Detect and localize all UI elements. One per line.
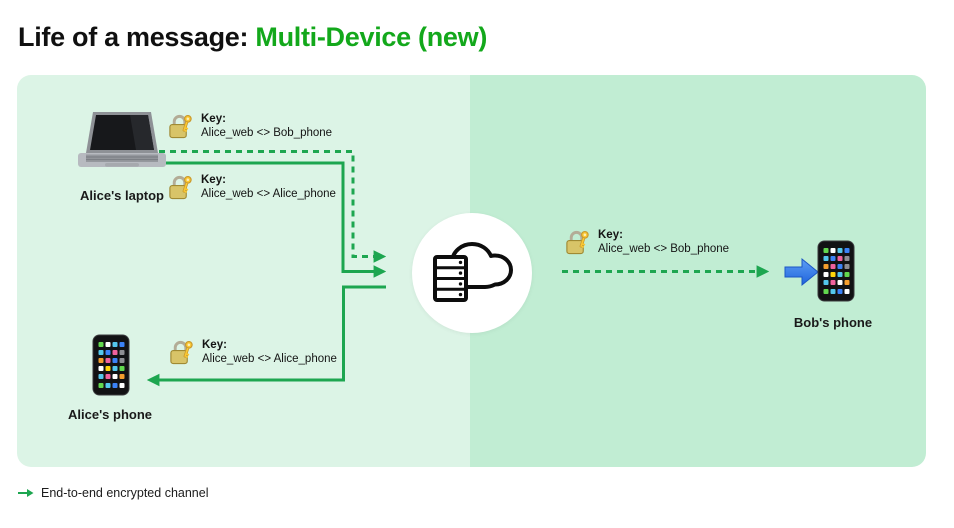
page-title-highlight: Multi-Device (new) [255, 22, 488, 52]
key-value: Alice_web <> Alice_phone [201, 188, 336, 200]
bob-phone-label: Bob's phone [793, 315, 873, 330]
lock-key-icon [170, 340, 193, 365]
key-label: Key: [201, 113, 226, 125]
lock-key-icon [169, 175, 192, 200]
smartphone-icon-bob [817, 240, 855, 302]
key-phone-alice: Key: Alice_web <> Alice_phone [168, 338, 337, 366]
key-server-bob: Key: Alice_web <> Bob_phone [564, 228, 729, 256]
key-label: Key: [202, 339, 227, 351]
key-value: Alice_web <> Bob_phone [201, 127, 333, 139]
server-side-panel [470, 75, 926, 467]
alice-laptop-label: Alice's laptop [80, 188, 164, 203]
key-laptop-alice: Key: Alice_web <> Alice_phone [167, 173, 336, 201]
key-label: Key: [201, 174, 226, 186]
page-title-prefix: Life of a message: [18, 22, 256, 52]
key-value: Alice_web <> Alice_phone [202, 353, 337, 365]
alice-phone-label: Alice's phone [68, 407, 152, 422]
key-value: Alice_web <> Bob_phone [598, 243, 730, 255]
lock-key-icon [169, 114, 192, 139]
cloud-server-icon [433, 242, 513, 302]
legend-arrow-icon [18, 489, 34, 497]
key-laptop-bob: Key: Alice_web <> Bob_phone [167, 112, 332, 140]
legend: End-to-end encrypted channel [18, 486, 208, 500]
legend-label: End-to-end encrypted channel [41, 486, 209, 500]
key-label: Key: [598, 229, 623, 241]
blue-arrow-icon [784, 257, 819, 287]
page-title: Life of a message: Multi-Device (new) [18, 22, 487, 53]
laptop-icon [78, 112, 166, 167]
lock-key-icon [566, 230, 589, 255]
smartphone-icon-alice [92, 334, 130, 396]
